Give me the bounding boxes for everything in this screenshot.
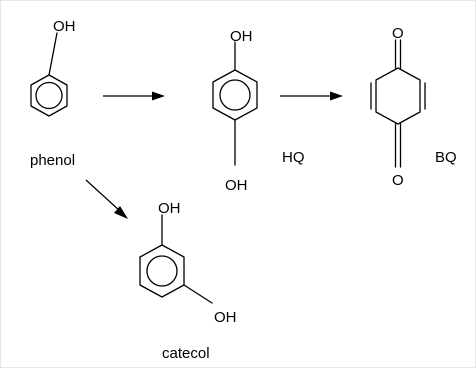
hq-molecule: OH OH HQ xyxy=(212,28,305,194)
arrow-phenol-to-catecol xyxy=(85,179,128,219)
catecol-molecule: OH OH catecol xyxy=(139,200,237,362)
phenol-caption: phenol xyxy=(30,152,75,169)
phenol-oh-bond xyxy=(48,32,58,76)
phenol-oh-label: OH xyxy=(53,18,76,35)
arrow-hq-to-bq-head xyxy=(330,91,343,101)
hq-bottom-oh-label: OH xyxy=(225,177,248,194)
arrow-phenol-to-hq-head xyxy=(152,91,165,101)
bq-caption: BQ xyxy=(435,149,457,166)
hq-aromatic-circle xyxy=(219,79,251,111)
hq-top-oh-label: OH xyxy=(230,28,253,45)
arrow-phenol-to-hq xyxy=(103,91,165,101)
phenol-ring xyxy=(30,74,68,117)
arrow-phenol-to-catecol-shaft xyxy=(85,179,121,212)
catecol-aromatic-circle xyxy=(146,255,178,287)
catecol-caption: catecol xyxy=(162,345,210,362)
phenol-aromatic-circle xyxy=(35,81,63,110)
phenol-molecule: OH phenol xyxy=(30,18,76,169)
bq-ring xyxy=(375,67,421,125)
hq-caption: HQ xyxy=(282,149,305,166)
bq-bottom-o-label: O xyxy=(392,172,404,189)
arrow-phenol-to-catecol-head xyxy=(114,206,128,219)
bq-molecule: O O BQ xyxy=(370,25,457,189)
catecol-ring xyxy=(139,244,185,298)
catecol-meta-oh-bond xyxy=(183,284,213,304)
catecol-meta-oh-label: OH xyxy=(214,309,237,326)
catecol-top-oh-label: OH xyxy=(158,200,181,217)
arrow-hq-to-bq xyxy=(280,91,343,101)
bq-top-o-label: O xyxy=(392,25,404,42)
